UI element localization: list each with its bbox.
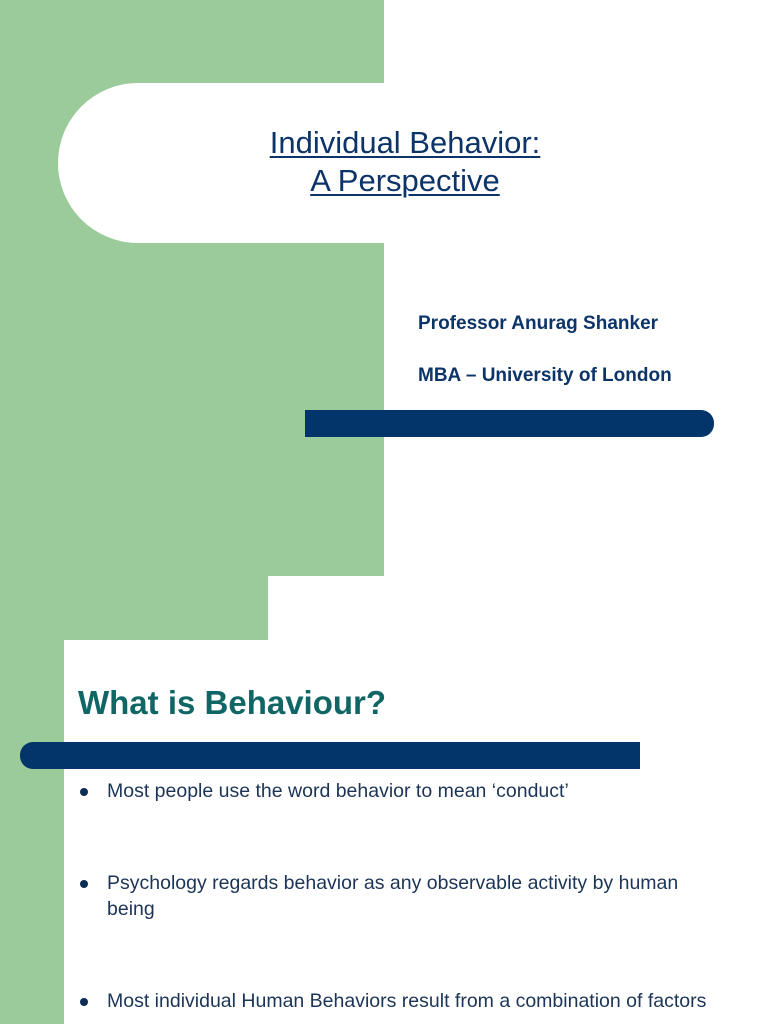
bullet-item: Most individual Human Behaviors result f… [80,988,720,1014]
bullet-item: Psychology regards behavior as any obser… [80,870,680,922]
slide2-accent-bar [20,742,640,769]
slide1-title: Individual Behavior: A Perspective [200,124,610,200]
slide1-title-line2: A Perspective [310,163,500,198]
slide1-title-line1: Individual Behavior: [269,125,541,160]
slide1-affiliation: MBA – University of London [418,365,672,386]
slide1-title-pill [58,83,384,243]
slide2-rounded-corner [64,640,104,680]
bullet-text: Most people use the word behavior to mea… [107,780,569,802]
slide2-green-top-block [0,576,268,640]
slide1-author: Professor Anurag Shanker [418,313,659,334]
bullet-dot-icon [80,880,88,888]
bullet-text: Psychology regards behavior as any obser… [107,872,679,920]
bullet-dot-icon [80,998,88,1006]
bullet-dot-icon [80,788,88,796]
bullet-text: Most individual Human Behaviors result f… [107,990,707,1012]
bullet-item: Most people use the word behavior to mea… [80,778,720,804]
slide1-accent-bar [305,410,714,437]
slide2-title: What is Behaviour? [78,684,387,721]
slide2-green-left-strip [0,640,64,1024]
